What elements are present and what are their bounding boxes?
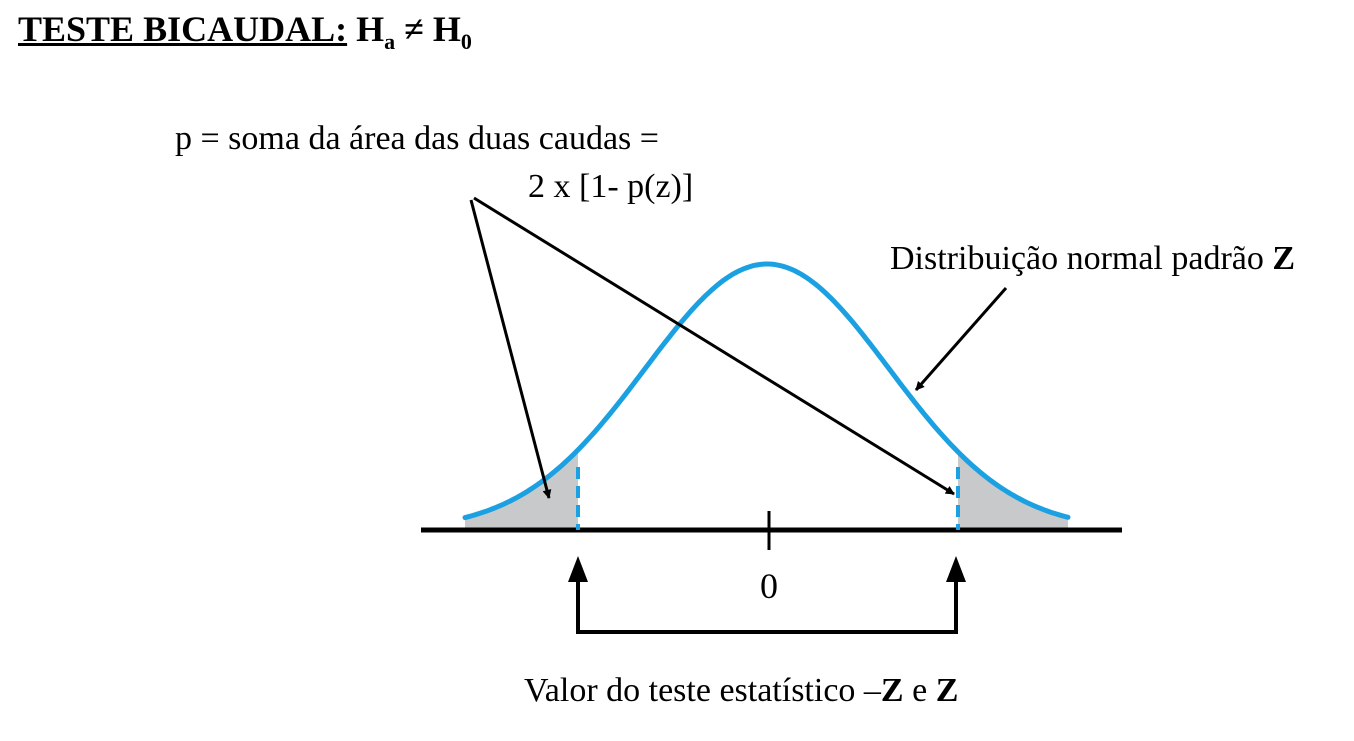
title-ha: Ha [356, 9, 396, 54]
test-statistic-bracket [576, 596, 958, 634]
right-bracket-arrowhead [946, 556, 966, 582]
center-tick-label: 0 [760, 566, 778, 606]
title-h0: H0 [432, 9, 472, 54]
left-bracket-arrowhead [568, 556, 588, 582]
title-lead: TESTE BICAUDAL: [18, 9, 348, 49]
normal-curve [462, 261, 1071, 521]
title-neq: ≠ [404, 9, 424, 49]
diagram-title: TESTE BICAUDAL: Ha ≠ H0 [18, 8, 472, 54]
p-value-label-line1: p = soma da área das duas caudas = [175, 120, 659, 157]
p-arrow-left [469, 199, 552, 499]
right-tail-area [958, 451, 1068, 530]
p-arrow-right [473, 196, 955, 496]
left-tail-area [465, 449, 578, 530]
distribution-arrow [914, 287, 1008, 391]
distribution-label: Distribuição normal padrão Z [890, 240, 1296, 277]
p-value-label-line2: 2 x [1- p(z)] [528, 168, 694, 205]
test-statistic-label: Valor do teste estatístico –Z e Z [524, 672, 959, 709]
